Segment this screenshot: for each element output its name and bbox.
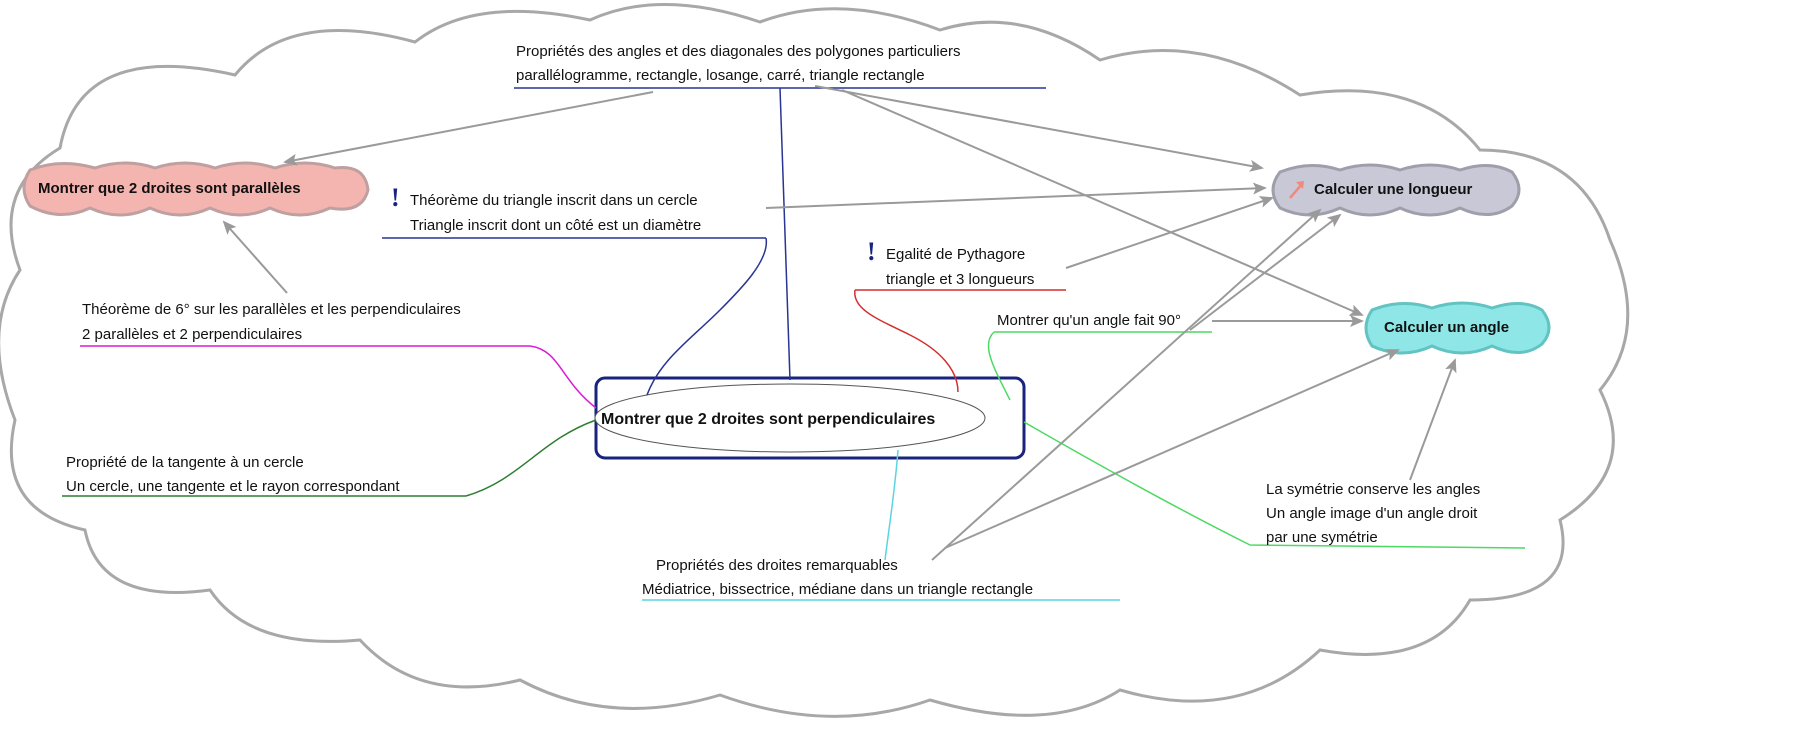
property-angles-diagonals-line1: Propriétés des angles et des diagonales … — [516, 43, 960, 60]
goal-parallel-label[interactable]: Montrer que 2 droites sont parallèles — [38, 180, 301, 197]
exclamation-icon: ! — [867, 237, 876, 266]
arrow-inscribed-to-length — [765, 182, 1267, 209]
central-topic-ellipse — [594, 383, 986, 453]
branch-inscribed-triangle — [646, 237, 767, 396]
property-inscribed-triangle-line2: Triangle inscrit dont un côté est un dia… — [410, 217, 701, 234]
arrow-right-angle-to-length — [1189, 213, 1342, 331]
arrow-remarkable-to-angle — [944, 349, 1400, 549]
goal-length-label[interactable]: Calculer une longueur — [1314, 181, 1473, 198]
arrow-symmetry-to-angle — [1409, 358, 1457, 481]
property-right-angle-line1: Montrer qu'un angle fait 90° — [997, 312, 1181, 329]
arrow-sixth-grade-to-parallel — [222, 220, 288, 294]
property-tangent-line2: Un cercle, une tangente et le rayon corr… — [66, 478, 400, 495]
branch-sixth-grade — [529, 345, 597, 409]
arrow-angles-to-parallel — [283, 91, 654, 166]
arrow-remarkable-to-length — [931, 208, 1322, 561]
exclamation-icon: ! — [391, 183, 400, 212]
property-sixth-grade-line1: Théorème de 6° sur les parallèles et les… — [82, 301, 461, 318]
property-symmetry-line1: La symétrie conserve les angles — [1266, 481, 1480, 498]
property-tangent-line1: Propriété de la tangente à un cercle — [66, 454, 304, 471]
relationship-arrows — [222, 85, 1457, 561]
property-angles-diagonals-line2: parallélogramme, rectangle, losange, car… — [516, 67, 925, 84]
property-remarkable-lines-line2: Médiatrice, bissectrice, médiane dans un… — [642, 581, 1033, 598]
property-symmetry-line3: par une symétrie — [1266, 529, 1378, 546]
background-cloud — [0, 3, 1630, 718]
branch-pythagore — [854, 289, 959, 393]
central-topic-label: Montrer que 2 droites sont perpendiculai… — [601, 411, 935, 428]
arrow-pythagore-to-length — [1065, 196, 1274, 269]
property-symmetry-line2: Un angle image d'un angle droit — [1266, 505, 1478, 522]
branch-angles-diagonals — [779, 87, 791, 381]
property-sixth-grade-line2: 2 parallèles et 2 perpendiculaires — [82, 326, 302, 343]
property-inscribed-triangle-line1: Théorème du triangle inscrit dans un cer… — [410, 192, 698, 209]
branch-tangent — [465, 419, 597, 497]
goal-angle-label[interactable]: Calculer un angle — [1384, 319, 1509, 336]
branch-symmetry — [1023, 421, 1526, 549]
property-remarkable-lines-line1: Propriétés des droites remarquables — [656, 557, 898, 574]
property-pythagore-line2: triangle et 3 longueurs — [886, 271, 1034, 288]
arrow-angles-to-angle — [841, 89, 1364, 316]
branch-remarkable-lines — [884, 449, 899, 561]
property-pythagore-line1: Egalité de Pythagore — [886, 246, 1025, 263]
branch-right-angle — [987, 331, 1011, 401]
goal-parallel-cloud — [22, 161, 370, 217]
arrow-angles-to-length — [814, 85, 1264, 172]
arrow-icon — [1289, 181, 1304, 199]
